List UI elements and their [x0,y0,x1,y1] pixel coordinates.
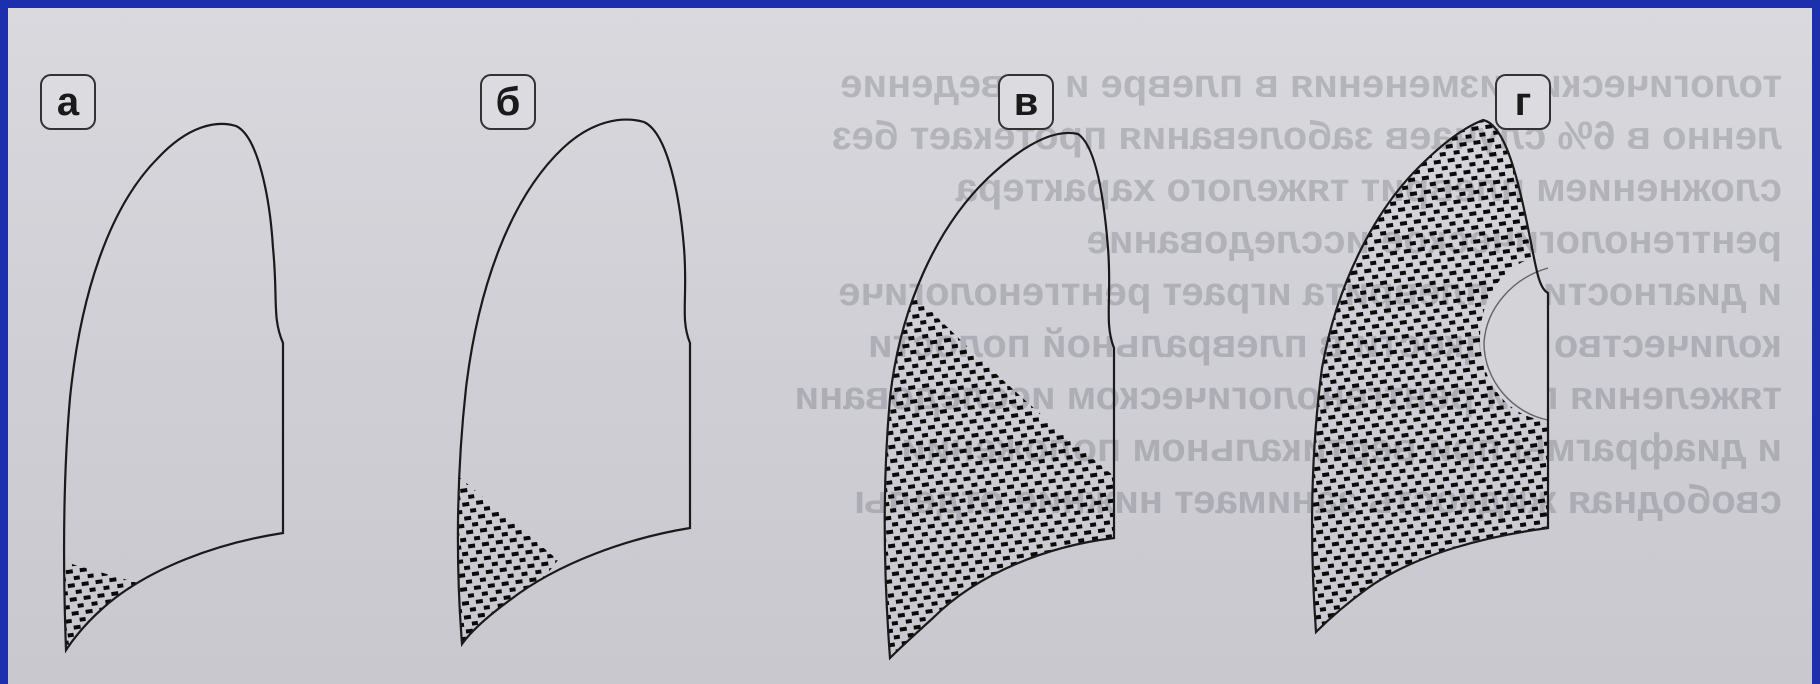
lung-outline-g [1298,8,1753,684]
panel-a: а [28,8,483,684]
panel-v: в [868,8,1323,684]
panel-b: б [448,8,903,684]
lung-outline-v [868,8,1323,684]
scanned-page: тологические изменения в плевре и поведе… [8,8,1812,684]
panel-g: г [1298,8,1753,684]
effusion-a [58,560,158,668]
effusion-v [883,288,1114,668]
lung-outline-b [448,8,903,684]
lung-outline-a [28,8,483,684]
